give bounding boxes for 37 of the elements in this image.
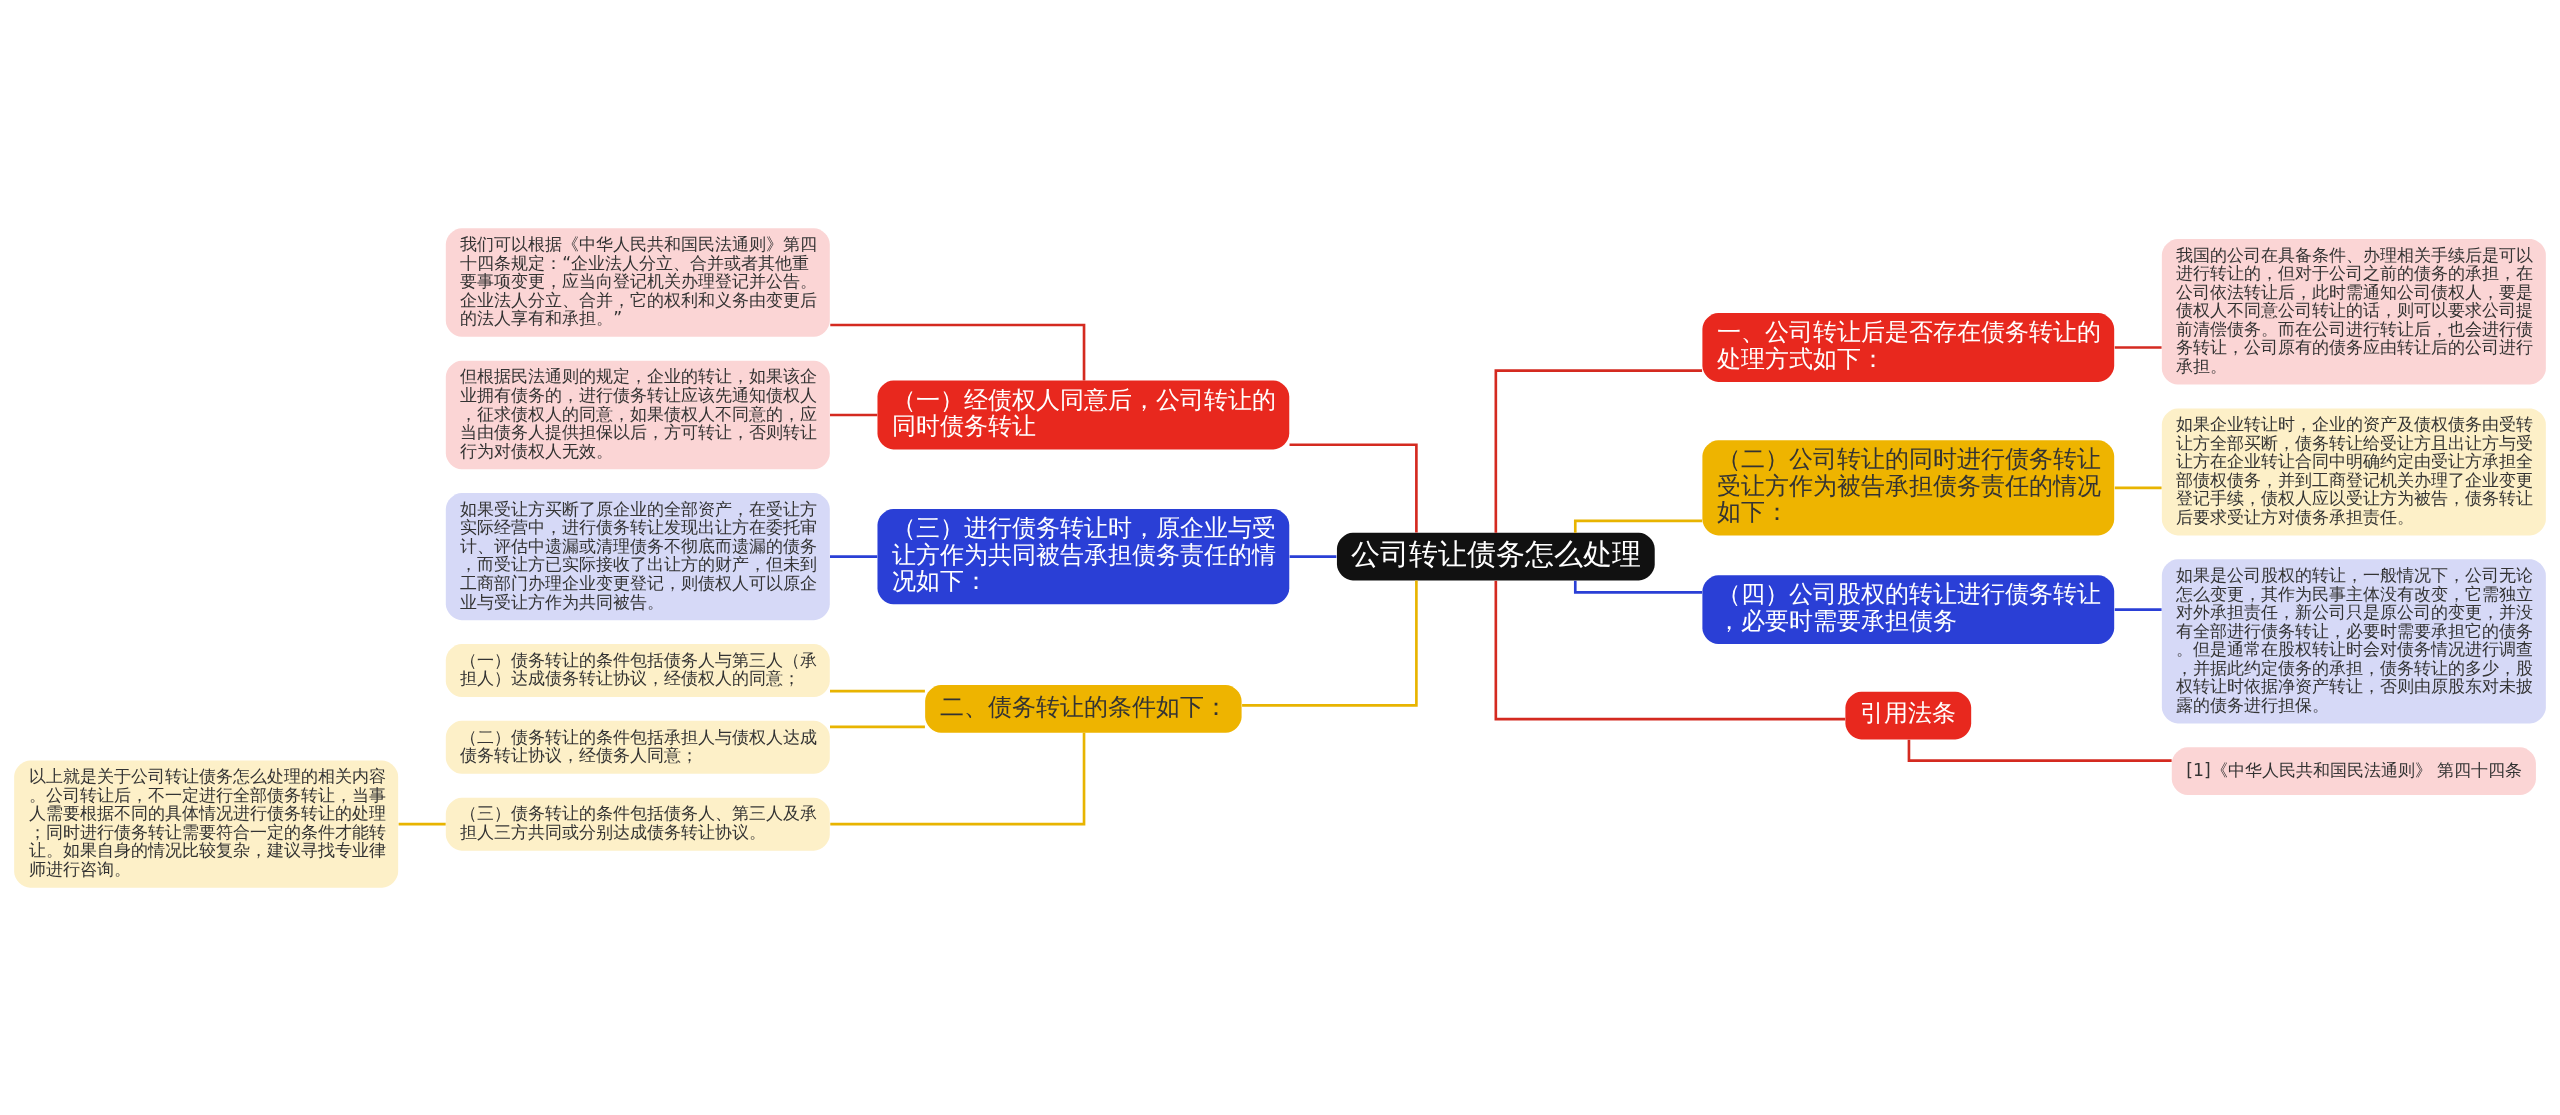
connector [1573,519,1703,533]
connector [830,554,878,558]
node-box: 引用法条 [1845,691,1972,739]
connector [2114,486,2162,489]
node-box: 我国的公司在具备条件、办理相关手续后是可以进行转让的，但对于公司之前的债务的承担，在公司依法转让后，此时需通知公司债权人，要是债权人不同意公司转让的话，则可以要求公司提前清偿债务。而在公司进行转让后，也会进行债务转让，公司原有的债务应由转让后的公司进行承担。 [2161,238,2546,385]
connector [830,413,878,416]
connector [1573,580,1703,594]
node-box: 如果企业转让时，企业的资产及债权债务由受转让方全部买断，债务转让给受让方且出让方与受让方在企业转让合同中明确约定由受让方承担全部债权债务，并到工商登记机关办理了企业变更登记手续，债权人应以受让方为被告，债务转让后要求受让方对债务承担责任。 [2161,407,2546,535]
connector [1289,554,1337,558]
node-box: 一、公司转让后是否存在债务转让的处理方式如下： [1702,312,2115,382]
node-box: 如果受让方买断了原企业的全部资产，在受让方实际经营中，进行债务转让发现出让方在委托审计、评估中遗漏或清理债务不彻底而遗漏的债务，而受让方已实际接收了出让方的财产，但未到工商部门办理企业变更登记，则债权人可以原企业与受让方作为共同被告。 [445,492,830,620]
connector [1907,739,2172,762]
node-box: （二）公司转让的同时进行债务转让受让方作为被告承担债务责任的情况如下： [1702,439,2115,535]
connector [1289,442,1418,532]
connector [830,732,1086,825]
node-box: （三）进行债务转让时，原企业与受让方作为共同被告承担债务责任的情况如下： [877,508,1290,604]
connector [830,323,1086,380]
node-box: 我们可以根据《中华人民共和国民法通则》第四十四条规定：“企业法人分立、合并或者其他重要事项变更，应当向登记机关办理登记并公告。企业法人分立、合并，它的权利和义务由变更后的法人享有和承担。” [445,227,830,337]
node-box: （三）债务转让的条件包括债务人、第三人及承担人三方共同或分别达成债务转让协议。 [445,797,830,851]
node-box: [1]《中华人民共和国民法通则》 第四十四条 [2171,746,2536,795]
node-box: （一）经债权人同意后，公司转让的同时债务转让 [877,380,1290,449]
connector [2114,345,2162,349]
node-box: 但根据民法通则的规定，企业的转让，如果该企业拥有债务的，进行债务转让应该先通知债权人，征求债权人的同意，如果债权人不同意的，应当由债务人提供担保以后，方可转让，否则转让行为对债权人无效。 [445,360,830,469]
connector [2114,607,2162,611]
connector [830,725,925,728]
node-box: （一）债务转让的条件包括债务人与第三人（承担人）达成债务转让协议，经债权人的同意； [445,643,830,697]
connector [1242,580,1418,707]
node-box: 以上就是关于公司转让债务怎么处理的相关内容。公司转让后，不一定进行全部债务转让，当事人需要根据不同的具体情况进行债务转让的处理；同时进行债务转让需要符合一定的条件才能转让。如果自身的情况比较复杂，建议寻找专业律师进行咨询。 [14,760,399,888]
node-box: 二、债务转让的条件如下： [925,684,1242,733]
connector [398,822,446,825]
connector [830,689,925,692]
connector [1494,368,1703,533]
node-box: 公司转让债务怎么处理 [1336,532,1655,580]
connector [1494,580,1846,720]
node-box: （二）债务转让的条件包括承担人与债权人达成债务转让协议，经债务人同意； [445,720,830,774]
node-box: （四）公司股权的转让进行债务转让，必要时需要承担债务 [1702,574,2115,644]
node-box: 如果是公司股权的转让，一般情况下，公司无论怎么变更，其作为民事主体没有改变，它需独立对外承担责任，新公司只是原公司的变更，并没有全部进行债务转让，必要时需要承担它的债务。但是通常在股权转让时会对债务情况进行调查，并据此约定债务的承担，债务转让的多少，股权转让时依据净资产转让，否则由原股东对未披露的债务进行担保。 [2161,558,2546,723]
